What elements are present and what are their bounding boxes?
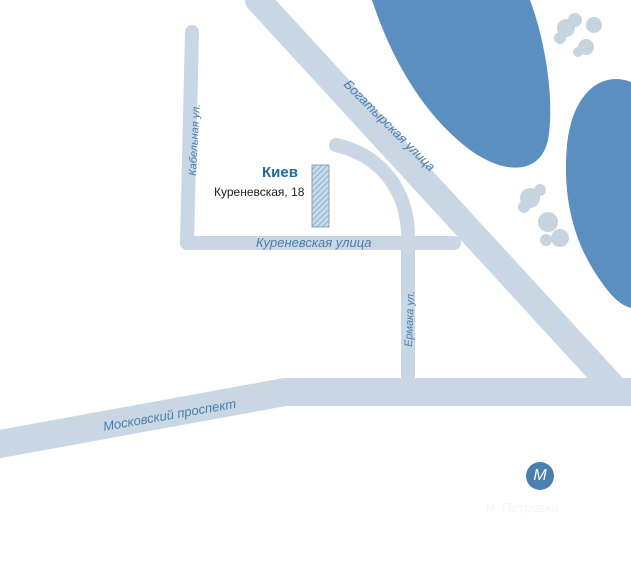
road-moskovsky-prospekt	[0, 378, 631, 458]
road-bogatyrskaya	[245, 0, 631, 405]
metro-icon: M	[526, 462, 554, 490]
metro-station-label: м. Петровка	[486, 500, 559, 515]
street-label-ermaka: Ермака ул.	[403, 291, 417, 347]
address-label: Куреневская, 18	[214, 185, 305, 199]
city-name: Киев	[262, 164, 298, 181]
tree-cluster-east	[518, 184, 569, 247]
water-body-east	[565, 79, 631, 309]
water-body-north	[372, 0, 551, 168]
road-kabelnaya	[180, 25, 199, 250]
road-curve	[329, 138, 416, 250]
tree-cluster-north	[554, 13, 602, 57]
street-label-kurenevskaya: Куреневская улица	[256, 235, 372, 250]
building-marker	[311, 164, 330, 228]
street-label-kabelnaya: Кабельная ул.	[187, 103, 203, 176]
